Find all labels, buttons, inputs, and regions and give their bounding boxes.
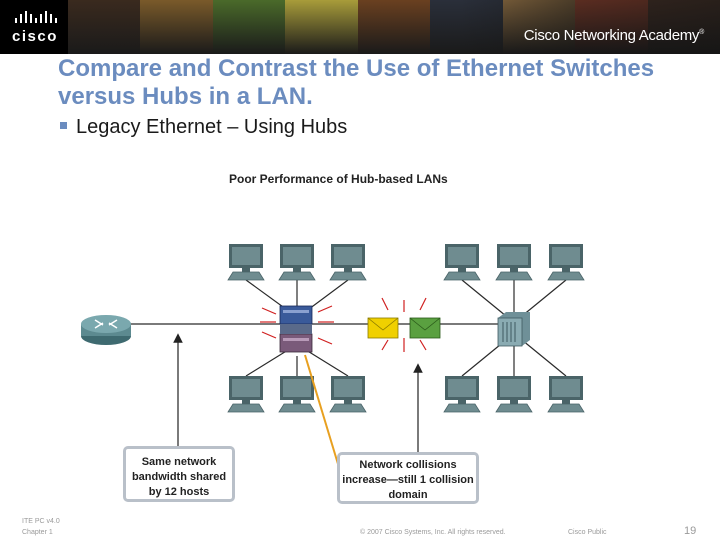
callout-collisions-line-1: Network collisions	[359, 459, 457, 471]
header-photo	[68, 0, 141, 54]
envelope-green-icon	[409, 317, 441, 339]
bullet-text: Legacy Ethernet – Using Hubs	[76, 116, 348, 138]
header-banner: cisco Cisco Networking Academy®	[0, 0, 720, 54]
hub-left-icon	[279, 305, 313, 353]
hub-right-icon	[497, 312, 530, 347]
page-number: 19	[684, 525, 697, 537]
slide-title: Compare and Contrast the Use of Ethernet…	[58, 55, 655, 110]
router-icon	[81, 315, 131, 345]
callout-bandwidth-line-2: bandwidth shared	[131, 471, 227, 483]
callout-collisions: Network collisions increase—still 1 coll…	[337, 452, 479, 504]
host-computer-icon	[329, 376, 367, 413]
academy-name-text: Cisco Networking Academy	[523, 27, 700, 44]
diagram-title: Poor Performance of Hub-based LANs	[229, 172, 448, 186]
callout-bandwidth-line-1: Same network	[141, 456, 217, 468]
host-computer-icon	[495, 244, 533, 281]
bullet-square-icon	[60, 122, 67, 130]
host-computer-icon	[547, 244, 585, 281]
academy-mark: ®	[699, 29, 704, 36]
hub-network-diagram	[81, 244, 585, 465]
academy-name: Cisco Networking Academy®	[523, 27, 705, 44]
callout-collisions-line-2: increase—still 1 collision	[342, 474, 474, 486]
cisco-logo: cisco	[0, 0, 68, 54]
footer-chapter: Chapter 1	[22, 529, 53, 536]
footer-course: ITE PC v4.0	[22, 518, 60, 525]
header-fade	[460, 0, 720, 54]
host-computer-icon	[329, 244, 367, 281]
host-computer-icon	[495, 376, 533, 413]
cisco-bars-icon	[15, 11, 57, 23]
header-photo	[212, 0, 286, 54]
host-computer-icon	[278, 376, 316, 413]
bullet-item: Legacy Ethernet – Using Hubs	[60, 116, 347, 139]
callout-bandwidth-line-3: by 12 hosts	[148, 486, 210, 498]
host-computer-icon	[443, 376, 481, 413]
header-photo	[285, 0, 358, 54]
cisco-logo-text: cisco	[12, 28, 58, 45]
collision-sparks	[260, 297, 427, 352]
envelope-yellow-icon	[367, 317, 399, 339]
callout-arrows	[173, 333, 423, 465]
callout-collisions-line-3: domain	[388, 489, 428, 501]
host-computer-icon	[278, 244, 316, 281]
host-computer-icon	[227, 376, 265, 413]
host-computer-icon	[227, 244, 265, 281]
callout-shared-bandwidth: Same network bandwidth shared by 12 host…	[123, 446, 235, 502]
host-computer-icon	[443, 244, 481, 281]
host-computers	[227, 244, 585, 413]
header-photo	[357, 0, 431, 54]
header-photo	[140, 0, 213, 54]
footer-classification: Cisco Public	[568, 529, 607, 536]
host-computer-icon	[547, 376, 585, 413]
footer-copyright: © 2007 Cisco Systems, Inc. All rights re…	[360, 529, 506, 536]
